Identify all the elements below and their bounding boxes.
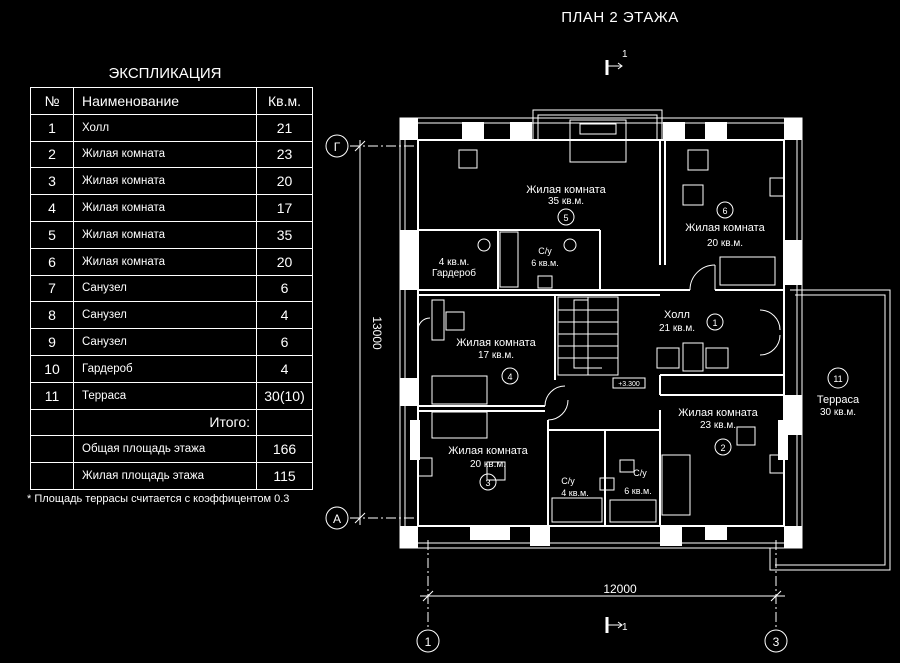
room-circle-4 <box>501 367 519 385</box>
room11-num: 11 <box>833 374 842 384</box>
room3-num: 3 <box>485 478 490 488</box>
bed-room4 <box>431 375 488 405</box>
terrace <box>769 289 891 571</box>
section-label-top: 1 <box>622 49 628 60</box>
bed-room6 <box>719 256 776 286</box>
bed-room2 <box>661 454 691 516</box>
room2-name: Жилая комната <box>678 407 758 419</box>
dimension-horizontal: 12000 <box>603 582 637 596</box>
furniture <box>417 149 785 481</box>
cell-num: 3 <box>30 167 74 196</box>
cell-name: Холл <box>73 113 257 142</box>
room2-num: 2 <box>720 443 725 453</box>
bath8-name: С/у <box>561 476 575 486</box>
wardrobe-area: 4 кв.м. <box>439 257 469 268</box>
axis-1-bubble <box>416 629 440 653</box>
room4-num: 4 <box>507 372 512 382</box>
room-circle-6 <box>716 201 734 219</box>
room-circle-2 <box>714 438 732 456</box>
room3-area: 20 кв.м. <box>470 459 506 470</box>
bay-window <box>532 109 663 140</box>
axis-a-label: А <box>333 512 341 526</box>
room1-name: Холл <box>664 309 690 321</box>
cell-num: 6 <box>30 247 74 276</box>
bath9-area: 6 кв.м. <box>531 258 558 268</box>
room1-num: 1 <box>712 318 717 328</box>
axis-a-bubble <box>325 506 349 530</box>
axis-1-label: 1 <box>425 635 432 649</box>
cell-area: 35 <box>256 220 313 249</box>
axis-3-label: 3 <box>773 635 780 649</box>
bed-room3 <box>431 411 488 439</box>
room6-area: 20 кв.м. <box>707 238 743 249</box>
room-circle-3 <box>479 473 497 491</box>
outer-walls <box>399 117 803 549</box>
cell-area: 20 <box>256 247 313 276</box>
room3-name: Жилая комната <box>448 445 528 457</box>
staircase <box>557 296 619 376</box>
axis-g-bubble <box>325 134 349 158</box>
cell-name: Жилая комната <box>73 247 257 276</box>
axis-g-label: Г <box>334 140 341 154</box>
bath9-name: С/у <box>538 246 552 256</box>
cell-num: 11 <box>30 381 74 410</box>
room-circle-1 <box>706 313 724 331</box>
room4-area: 17 кв.м. <box>478 350 514 361</box>
bath-fixtures <box>477 231 657 523</box>
bath8-area: 4 кв.м. <box>561 488 588 498</box>
room5-num: 5 <box>563 213 568 223</box>
total-living-name: Жилая площадь этажа <box>73 462 257 490</box>
section-label-bottom: 1 <box>622 622 628 633</box>
cell-num: 7 <box>30 274 74 303</box>
room6-num: 6 <box>722 206 727 216</box>
room11-area: 30 кв.м. <box>820 407 856 418</box>
cell-name: Жилая комната <box>73 140 257 169</box>
section-mark-bottom <box>605 617 623 633</box>
axis-3-bubble <box>764 629 788 653</box>
plan-title: ПЛАН 2 ЭТАЖА <box>561 9 679 26</box>
total-floor-area: 166 <box>256 435 313 464</box>
doors <box>417 264 781 421</box>
cell-area: 20 <box>256 167 313 196</box>
total-living-row: Жилая площадь этажа 115 <box>30 462 313 490</box>
room4-name: Жилая комната <box>456 337 536 349</box>
header-num: № <box>30 87 74 115</box>
room6-name: Жилая комната <box>685 222 765 234</box>
room1-area: 21 кв.м. <box>659 323 695 334</box>
bed-room5 <box>569 119 627 163</box>
terrace-footnote: * Площадь террасы считается с коэффицент… <box>27 493 290 505</box>
cell-name: Санузел <box>73 328 257 356</box>
header-area: Кв.м. <box>256 87 313 115</box>
level-mark-box <box>612 377 646 389</box>
total-floor-row: Общая площадь этажа 166 <box>30 435 313 464</box>
dimension-vertical: 13000 <box>370 316 384 350</box>
section-mark-top <box>605 60 623 75</box>
room2-area: 23 кв.м. <box>700 420 736 431</box>
room11-name: Терраса <box>817 394 860 406</box>
wardrobe-name: Гардероб <box>432 267 476 279</box>
total-living-area: 115 <box>256 462 313 490</box>
level-mark: +3.300 <box>618 381 640 388</box>
explication-title: ЭКСПЛИКАЦИЯ <box>108 65 222 82</box>
cell-area: 6 <box>256 328 313 356</box>
cell-area: 4 <box>256 301 313 330</box>
bath7-name: С/у <box>633 468 647 478</box>
cell-area: 21 <box>256 113 313 142</box>
bath7-area: 6 кв.м. <box>624 486 651 496</box>
room-circle-5 <box>557 208 575 226</box>
room5-name: Жилая комната <box>526 184 606 196</box>
wall-piers <box>400 118 802 548</box>
room5-area: 35 кв.м. <box>548 196 584 207</box>
total-label: Итого: <box>73 408 257 437</box>
